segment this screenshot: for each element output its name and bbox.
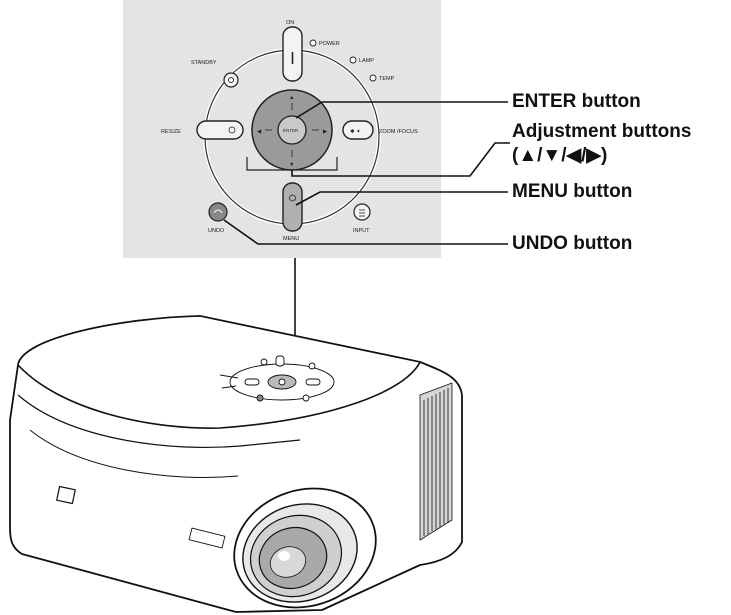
top-control-cluster xyxy=(219,355,335,402)
ir-sensor xyxy=(56,485,76,505)
zoom-focus-label: ZOOM /FOCUS xyxy=(379,129,418,135)
input-label: INPUT xyxy=(353,228,370,234)
projector-top xyxy=(17,315,421,429)
undo-label: UNDO xyxy=(208,228,225,234)
enter-button[interactable]: ENTER xyxy=(277,115,307,145)
enter-leader xyxy=(295,101,508,119)
svg-text:LAMP: LAMP xyxy=(359,58,374,64)
undo-button-callout: UNDO button xyxy=(512,233,633,254)
resize-label: RESIZE xyxy=(161,129,181,135)
input-button[interactable] xyxy=(353,203,371,221)
menu-button-callout: MENU button xyxy=(512,181,633,202)
lens-plate xyxy=(188,527,226,549)
menu-button[interactable] xyxy=(282,182,303,232)
menu-leader xyxy=(295,191,508,206)
power-indicator: POWER xyxy=(309,39,340,47)
adjust-leader xyxy=(291,142,510,177)
svg-text:▲: ▲ xyxy=(289,95,294,101)
lamp-indicator: LAMP xyxy=(349,56,374,64)
menu-label: MENU xyxy=(283,236,299,242)
undo-button[interactable] xyxy=(208,202,228,222)
svg-text:✱ ✦: ✱ ✦ xyxy=(350,128,361,135)
vent-grill xyxy=(419,382,453,541)
enter-button-callout: ENTER button xyxy=(512,91,641,112)
svg-text:▼: ▼ xyxy=(289,162,294,168)
standby-label: STANDBY xyxy=(191,60,217,66)
adjustment-buttons-callout: Adjustment buttons xyxy=(512,121,692,142)
svg-text:POWER: POWER xyxy=(319,41,340,47)
resize-button[interactable] xyxy=(196,120,244,140)
lens-assembly xyxy=(233,487,377,609)
projector-illustration xyxy=(9,315,463,613)
on-label: ON xyxy=(286,20,294,26)
svg-text:▶: ▶ xyxy=(323,129,328,135)
temp-indicator: TEMP xyxy=(369,74,395,82)
undo-leader xyxy=(223,219,508,245)
zoom-focus-button[interactable]: ✱ ✦ xyxy=(342,120,374,140)
on-button[interactable] xyxy=(282,26,303,82)
svg-text:◀: ◀ xyxy=(257,129,262,135)
svg-text:TEMP: TEMP xyxy=(379,76,395,82)
svg-text:ENTER: ENTER xyxy=(283,128,299,133)
leader-lines xyxy=(223,101,510,353)
adjustment-arrows-callout: (▲/▼/◀/▶) xyxy=(512,145,608,166)
standby-button[interactable] xyxy=(223,72,239,88)
control-panel-closeup: ON STANDBY POWER LAMP TEMP RESIZE xyxy=(123,0,441,258)
